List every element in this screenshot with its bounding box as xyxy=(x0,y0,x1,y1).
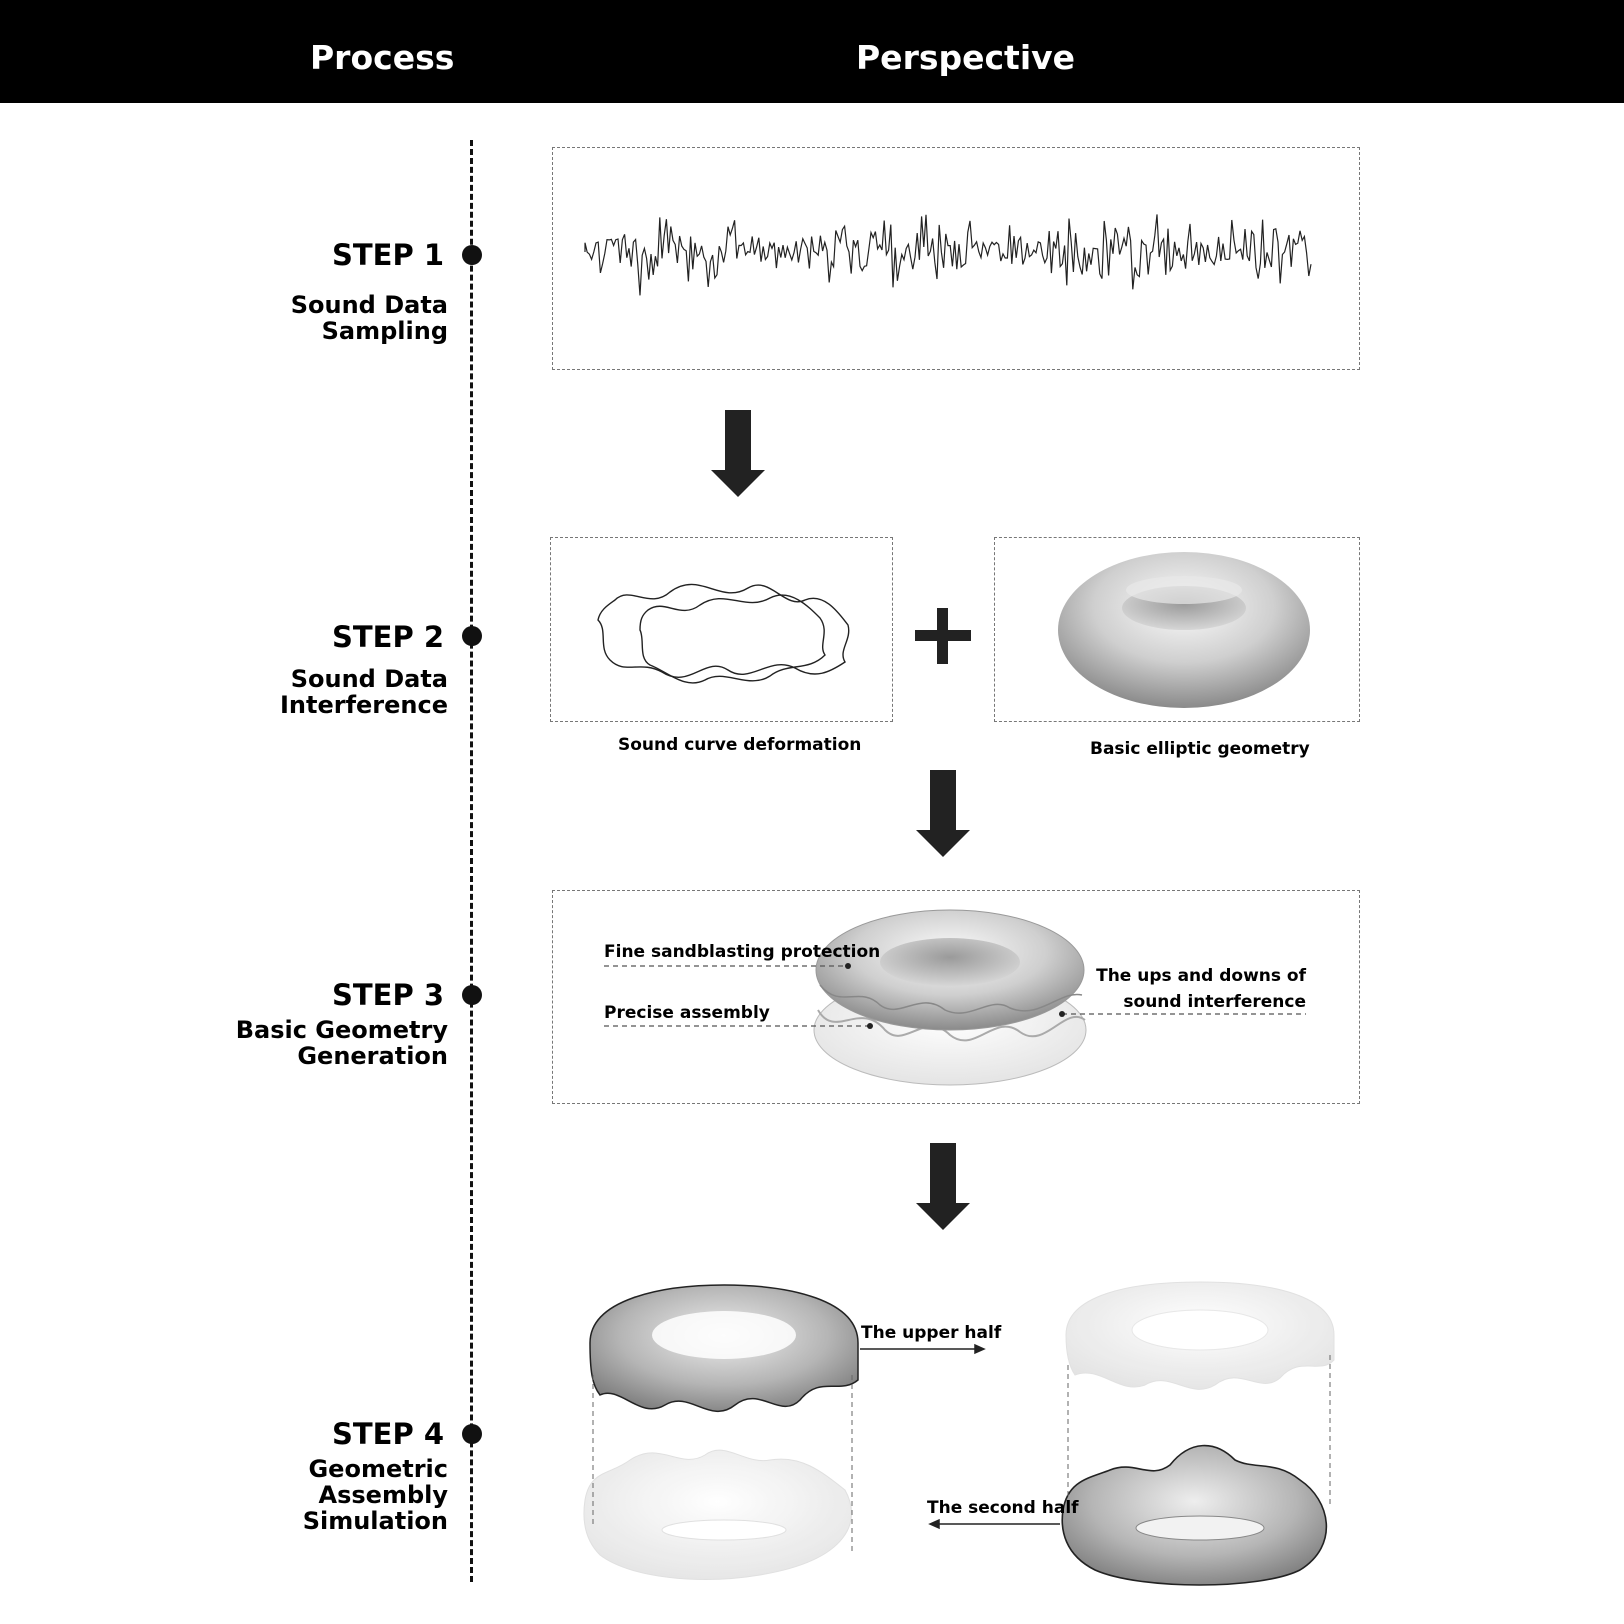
header-bar: Process Perspective xyxy=(0,0,1624,103)
second-half-label: The second half xyxy=(927,1498,1079,1518)
sound-curve-box xyxy=(550,537,893,722)
waveform-box xyxy=(552,147,1360,370)
annotation-dot xyxy=(867,1023,873,1029)
elliptic-geometry-caption: Basic elliptic geometry xyxy=(1090,739,1310,759)
projection-lines-right xyxy=(1067,1355,1331,1505)
annotation-sandblasting: Fine sandblasting protection xyxy=(604,942,881,962)
upper-half-left-icon xyxy=(589,1284,859,1412)
annotation-sound-interference: The ups and downs of sound interference xyxy=(1096,966,1306,1012)
lower-half-right-icon xyxy=(1061,1444,1328,1586)
step-1-dot xyxy=(462,245,482,265)
step-1-description: Sound Data Sampling xyxy=(290,291,448,345)
step-4-dot xyxy=(462,1424,482,1444)
left-arrow-icon xyxy=(928,1518,1060,1530)
step-4-title: STEP 4 xyxy=(331,1417,444,1451)
step-2-dot xyxy=(462,626,482,646)
step-3-dot xyxy=(462,985,482,1005)
elliptic-torus-icon xyxy=(1058,552,1310,708)
annotation-assembly: Precise assembly xyxy=(604,1003,770,1023)
step-4-description: Geometric Assembly Simulation xyxy=(302,1455,448,1535)
perspective-column-title: Perspective xyxy=(856,38,1076,77)
lower-half-left-icon xyxy=(583,1449,853,1580)
plus-icon xyxy=(915,608,971,664)
step-1-title: STEP 1 xyxy=(331,238,444,272)
down-arrow-icon xyxy=(916,1143,970,1230)
annotation-dot xyxy=(845,963,851,969)
process-column-title: Process xyxy=(310,38,455,77)
right-arrow-icon xyxy=(860,1343,986,1355)
annotation-dot xyxy=(1059,1011,1065,1017)
process-timeline xyxy=(470,140,473,1582)
step-3-title: STEP 3 xyxy=(331,978,444,1012)
sound-curve-icon xyxy=(597,583,850,684)
sound-curve-caption: Sound curve deformation xyxy=(618,735,862,755)
elliptic-geometry-box xyxy=(994,537,1360,722)
assembled-torus-icon xyxy=(813,909,1087,1086)
upper-half-right-icon xyxy=(1065,1281,1335,1390)
down-arrow-icon xyxy=(711,410,765,497)
projection-lines-left xyxy=(592,1375,853,1555)
annotation-leaders xyxy=(604,965,1306,1027)
upper-half-label: The upper half xyxy=(861,1323,1002,1343)
step-2-title: STEP 2 xyxy=(331,620,444,654)
step-2-description: Sound Data Interference xyxy=(279,665,448,719)
sound-waveform xyxy=(584,214,1312,296)
geometry-generation-box xyxy=(552,890,1360,1104)
step-3-description: Basic Geometry Generation xyxy=(235,1016,448,1070)
down-arrow-icon xyxy=(916,770,970,857)
